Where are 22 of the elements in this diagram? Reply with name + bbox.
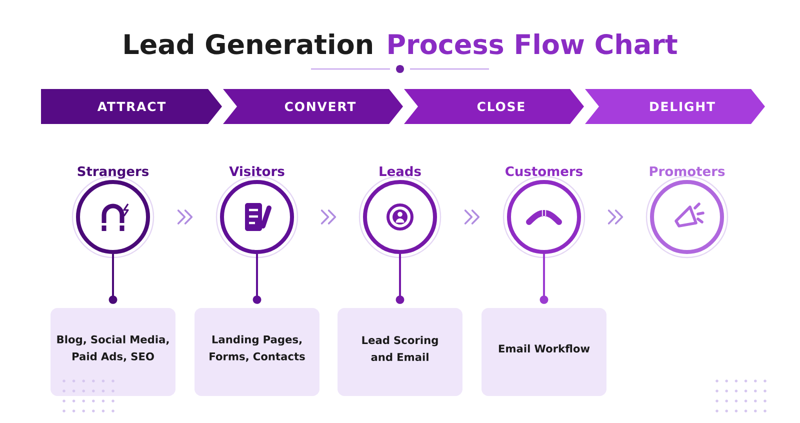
double-chevron — [464, 210, 480, 224]
stage-banner: DELIGHT — [585, 88, 765, 124]
double-chevron — [320, 210, 336, 224]
text-box: Landing Pages, Forms, Contacts — [194, 308, 320, 396]
node-heading: Visitors — [229, 166, 284, 176]
connector-line — [252, 254, 262, 304]
node-heading: Strangers — [78, 166, 149, 179]
text-box: Lead Scoring and Email — [338, 308, 462, 396]
node-heading: Promoters — [650, 166, 725, 176]
connector-line — [396, 254, 404, 304]
double-chevron — [608, 210, 624, 224]
stage-banner: ATTRACT — [41, 88, 222, 124]
connector-line — [108, 254, 118, 304]
text-box: Email Workflow — [482, 308, 606, 396]
double-chevron — [177, 210, 193, 224]
connector-line — [540, 254, 548, 304]
stage-banner: CLOSE — [404, 88, 584, 124]
title: Lead Generation Process Flow Chart — [124, 33, 678, 54]
text-box: Blog, Social Media, Paid Ads, SEO — [50, 308, 176, 396]
stage-banner: CONVERT — [223, 88, 403, 124]
node-heading: Customers — [506, 166, 582, 176]
node-heading: Leads — [380, 166, 421, 176]
